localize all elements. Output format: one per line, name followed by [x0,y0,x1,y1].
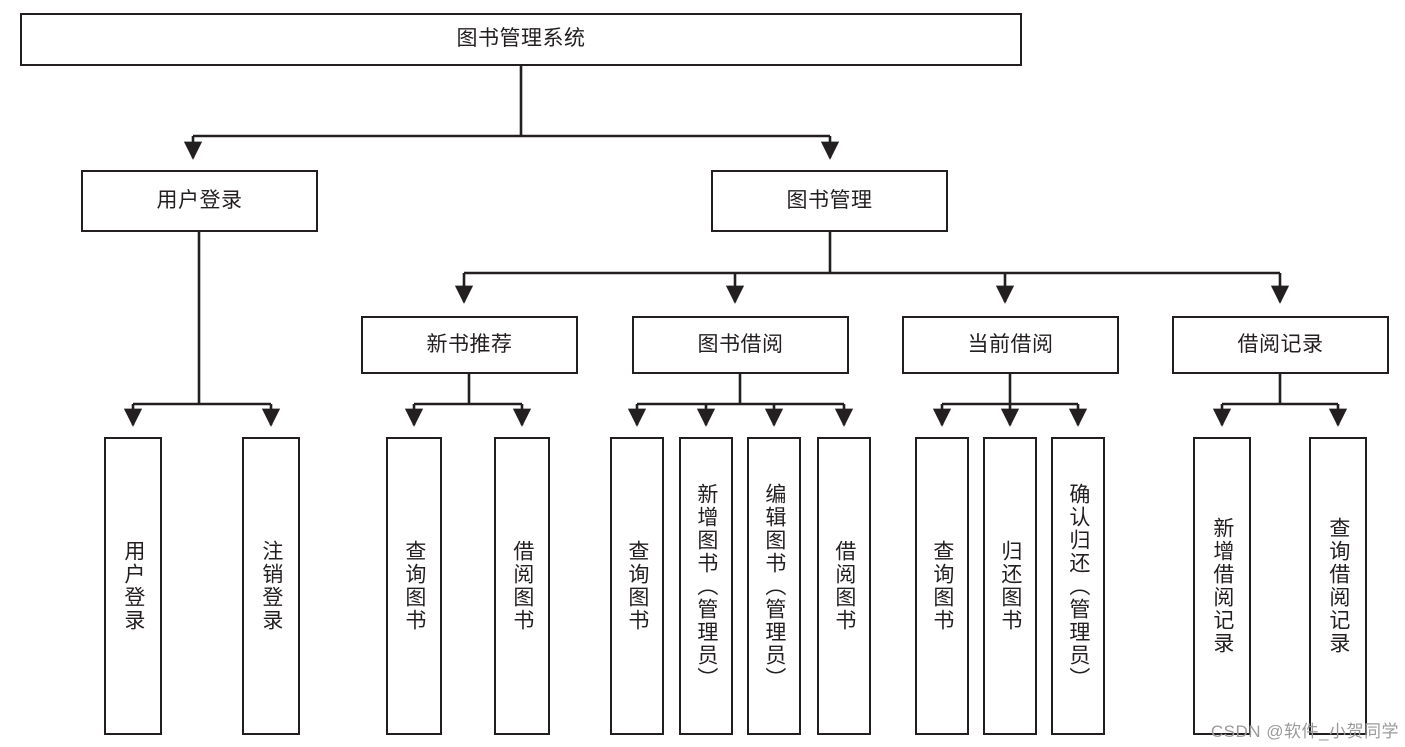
node-book-management[interactable]: 图书管理 [711,170,948,232]
node-label: 确认归还（管理员） [1066,482,1090,690]
leaf-newbook-borrow-book[interactable]: 借阅图书 [494,437,550,735]
node-label: 编辑图书（管理员） [762,482,786,690]
csdn-watermark: CSDN @软件_小贺同学 [1210,722,1399,741]
node-label: 当前借阅 [967,332,1054,356]
node-label: 查询图书 [625,540,649,632]
leaf-record-add-record[interactable]: 新增借阅记录 [1193,437,1251,735]
leaf-current-return-book[interactable]: 归还图书 [983,437,1037,735]
node-label: 归还图书 [998,540,1022,632]
node-user-login[interactable]: 用户登录 [81,170,318,232]
node-label: 图书管理 [786,188,873,212]
node-label: 借阅图书 [832,540,856,632]
node-label: 新增借阅记录 [1210,517,1234,655]
node-root-system[interactable]: 图书管理系统 [20,13,1022,66]
node-label: 查询借阅记录 [1326,517,1350,655]
node-label: 查询图书 [402,540,426,632]
node-label: 新增图书（管理员） [694,482,718,690]
node-label: 查询图书 [930,540,954,632]
leaf-borrow-query-book[interactable]: 查询图书 [610,437,664,735]
node-label: 图书借阅 [697,332,784,356]
leaf-user-login-signout[interactable]: 注销登录 [242,437,300,735]
leaf-current-confirm-return-admin[interactable]: 确认归还（管理员） [1051,437,1105,735]
node-label: 新书推荐 [426,332,513,356]
leaf-borrow-edit-book-admin[interactable]: 编辑图书（管理员） [747,437,801,735]
leaf-newbook-query-book[interactable]: 查询图书 [386,437,442,735]
leaf-borrow-borrow-book[interactable]: 借阅图书 [817,437,871,735]
leaf-current-query-book[interactable]: 查询图书 [915,437,969,735]
node-current-borrow[interactable]: 当前借阅 [902,316,1119,374]
node-label: 借阅记录 [1237,332,1324,356]
node-book-borrow[interactable]: 图书借阅 [632,316,849,374]
node-new-book-recommend[interactable]: 新书推荐 [361,316,578,374]
leaf-user-login-signin[interactable]: 用户登录 [104,437,162,735]
node-label: 用户登录 [156,188,243,212]
leaf-record-query-record[interactable]: 查询借阅记录 [1309,437,1367,735]
node-label: 用户登录 [121,540,145,632]
node-label: 注销登录 [259,540,283,632]
node-label: 图书管理系统 [456,27,586,51]
node-borrow-record[interactable]: 借阅记录 [1172,316,1389,374]
leaf-borrow-add-book-admin[interactable]: 新增图书（管理员） [679,437,733,735]
node-label: 借阅图书 [510,540,534,632]
